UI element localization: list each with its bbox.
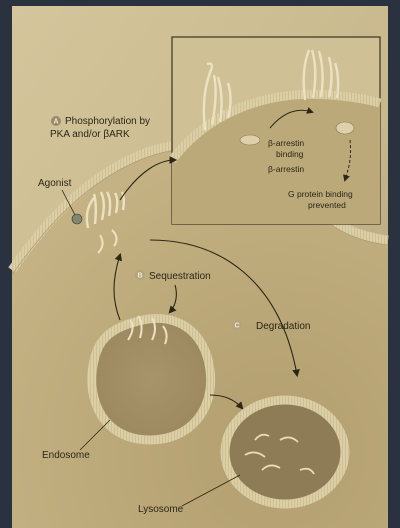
label-phosphorylation-1: Phosphorylation by — [65, 116, 150, 127]
inset-panel: β-arrestin binding β-arrestin G protein … — [172, 37, 380, 224]
label-agonist: Agonist — [38, 178, 72, 189]
step-marker-a-letter: A — [54, 119, 59, 126]
agonist-molecule — [72, 214, 82, 224]
step-marker-b-letter: B — [138, 273, 143, 280]
label-phosphorylation-2: PKA and/or βARK — [50, 129, 130, 140]
step-marker-c-letter: C — [235, 323, 240, 330]
label-barrestin-binding-2: binding — [276, 149, 304, 159]
label-gprotein-2: prevented — [308, 200, 346, 210]
endosome-vesicle — [92, 316, 211, 440]
label-lysosome: Lysosome — [138, 504, 184, 515]
label-sequestration: Sequestration — [149, 271, 211, 282]
label-endosome: Endosome — [42, 450, 90, 461]
label-gprotein-1: G protein binding — [288, 189, 353, 199]
lysosome-vesicle — [225, 400, 345, 504]
label-barrestin-binding-1: β-arrestin — [268, 138, 304, 148]
label-barrestin: β-arrestin — [268, 164, 304, 174]
